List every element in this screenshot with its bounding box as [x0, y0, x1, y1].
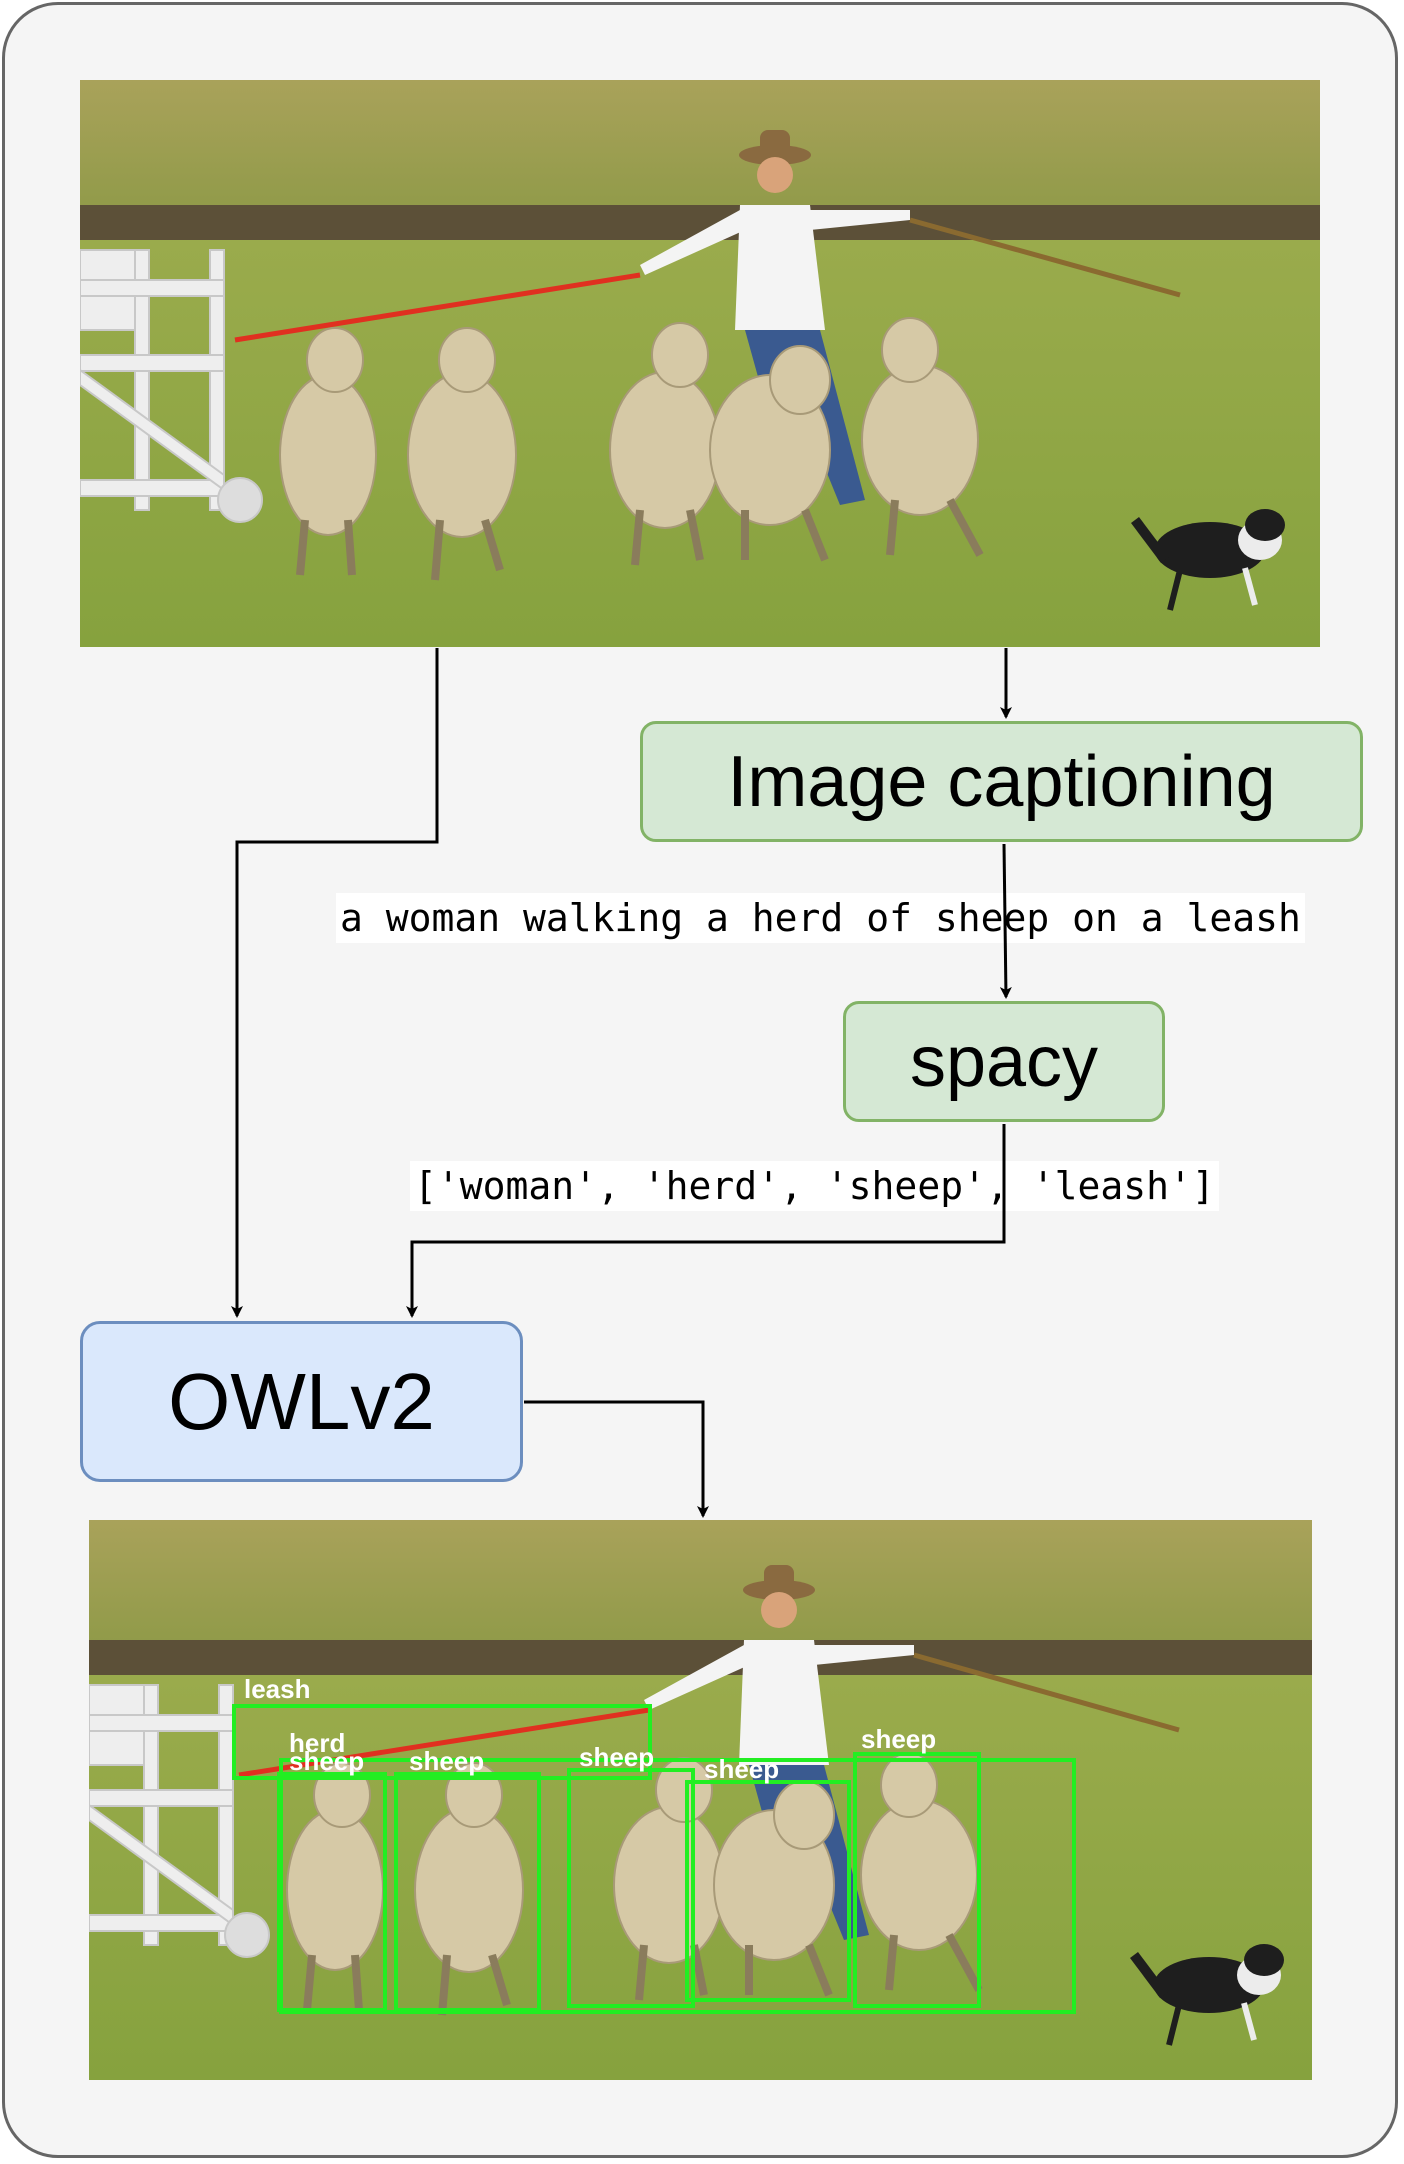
detection-box-sheep-4 [685, 1780, 851, 2002]
spacy-node: spacy [843, 1001, 1165, 1122]
detection-label-sheep-1: sheep [289, 1746, 364, 1776]
image-captioning-node: Image captioning [640, 721, 1363, 842]
caption-output-text: a woman walking a herd of sheep on a lea… [336, 893, 1305, 943]
detection-output-photo: leash herd sheep sheep sheep sheep sheep [89, 1520, 1312, 2080]
detection-label-sheep-4: sheep [704, 1754, 779, 1784]
arrow-spacy-to-owlv2 [406, 1124, 1006, 1318]
stick [909, 217, 1181, 298]
detection-box-leash [232, 1704, 652, 1780]
owlv2-label: OWLv2 [168, 1356, 435, 1446]
detection-box-sheep-3 [567, 1768, 695, 2008]
gate [80, 249, 263, 523]
background-grass [80, 80, 1320, 220]
detection-label-leash: leash [244, 1674, 311, 1704]
detection-label-sheep-2: sheep [409, 1746, 484, 1776]
detection-label-herd: herd [289, 1728, 345, 1758]
detection-box-sheep-1 [277, 1772, 387, 2012]
arrow-photo-to-owlv2 [231, 648, 439, 1318]
sheep-legs [296, 498, 984, 581]
arrow-owlv2-to-output [524, 1400, 709, 1518]
arrow-captioning-to-spacy [999, 843, 1012, 999]
detection-label-sheep-5: sheep [861, 1724, 936, 1754]
owlv2-node: OWLv2 [80, 1321, 523, 1482]
sheep-group [279, 317, 979, 538]
input-photo [80, 80, 1320, 647]
detection-box-sheep-5 [853, 1752, 981, 2008]
noun-list-text: ['woman', 'herd', 'sheep', 'leash'] [410, 1161, 1219, 1211]
image-captioning-label: Image captioning [727, 741, 1276, 822]
spacy-label: spacy [909, 1021, 1099, 1102]
detection-label-sheep-3: sheep [579, 1742, 654, 1772]
dog [1131, 509, 1285, 611]
leash [234, 272, 641, 343]
detection-box-sheep-2 [394, 1772, 541, 2012]
